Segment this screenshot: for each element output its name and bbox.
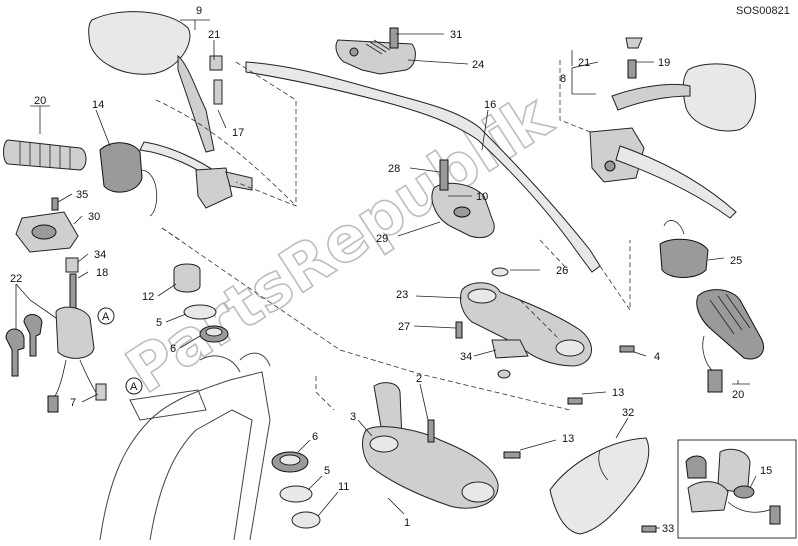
callout-19: 19: [658, 57, 670, 69]
callout-22: 22: [10, 273, 22, 285]
marker-a-upper: A: [97, 307, 115, 325]
callout-31: 31: [450, 29, 462, 41]
callout-23: 23: [396, 289, 408, 301]
callout-11: 11: [338, 481, 349, 493]
inset-detail: [677, 439, 797, 539]
callout-8: 8: [560, 73, 566, 85]
callout-34-right: 34: [460, 351, 472, 363]
callout-28: 28: [388, 163, 400, 175]
svg-text:A: A: [130, 381, 138, 393]
callout-21: 21: [208, 29, 220, 41]
assembly-outlines: [155, 60, 631, 411]
callout-14: 14: [92, 99, 104, 111]
callout-15: 15: [760, 465, 772, 477]
clutch-lever: [139, 141, 253, 209]
callout-27: 27: [398, 321, 410, 333]
handlebar: [245, 61, 601, 273]
callout-29: 29: [376, 233, 388, 245]
callout-7: 7: [70, 397, 76, 409]
frame: [99, 352, 271, 541]
handlebar-riser: [431, 159, 509, 277]
callout-34-left: 34: [94, 249, 106, 261]
svg-text:A: A: [102, 311, 110, 323]
callout-17: 17: [232, 127, 244, 139]
bolts-left: [65, 257, 79, 313]
callout-13-lower: 13: [562, 433, 574, 445]
leader-lines: [15, 19, 757, 529]
handlebar-clamp: [335, 27, 416, 75]
right-mirror: [611, 37, 756, 132]
lower-triple-clamp: [362, 382, 499, 509]
callout-6-upper: 6: [170, 343, 176, 355]
callout-32: 32: [622, 407, 634, 419]
callout-2: 2: [416, 373, 422, 385]
callout-35: 35: [76, 189, 88, 201]
fairing: [549, 437, 657, 535]
upper-triple-clamp: [455, 282, 635, 459]
callout-33: 33: [662, 523, 674, 535]
callout-20-right: 20: [732, 389, 744, 401]
left-switch: [99, 142, 158, 217]
callout-25: 25: [730, 255, 742, 267]
right-master-cylinder: [589, 127, 737, 219]
callout-5-upper: 5: [156, 317, 162, 329]
left-mirror: [88, 11, 223, 153]
ignition-switch: [47, 306, 107, 413]
ignition-cover: [15, 197, 79, 253]
callout-9: 9: [196, 5, 202, 17]
callout-13-upper: 13: [612, 387, 624, 399]
keys: [5, 314, 43, 377]
marker-a-lower: A: [125, 377, 143, 395]
callout-30: 30: [88, 211, 100, 223]
callout-12: 12: [142, 291, 154, 303]
callout-1: 1: [404, 517, 410, 529]
callout-16: 16: [484, 99, 496, 111]
left-grip: [3, 139, 87, 171]
callout-20-left: 20: [34, 95, 46, 107]
callout-numbers: 9 21 31 24 21 19 8 16 20 14 17 28 10 35 …: [10, 5, 772, 535]
callout-10: 10: [476, 191, 488, 203]
callout-18: 18: [96, 267, 108, 279]
ignition-barrel: [173, 263, 229, 343]
right-grip: [696, 289, 764, 393]
bearings: [271, 451, 321, 529]
callout-26: 26: [556, 265, 568, 277]
callout-3: 3: [350, 411, 356, 423]
right-switch: [659, 220, 709, 278]
callout-6-lower: 6: [312, 431, 318, 443]
diagram-code: SOS00821: [736, 5, 790, 17]
callout-5-lower: 5: [324, 465, 330, 477]
callout-24: 24: [472, 59, 484, 71]
callout-4: 4: [654, 351, 660, 363]
callout-21-right: 21: [578, 57, 590, 69]
